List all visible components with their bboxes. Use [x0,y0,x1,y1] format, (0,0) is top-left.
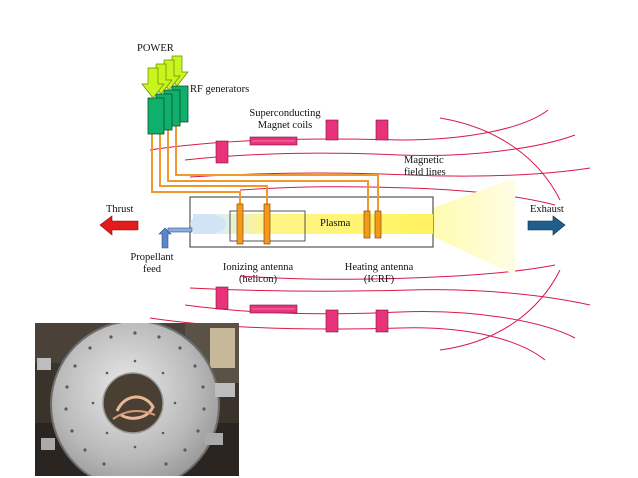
engine-flange-photo-drawing [35,323,239,476]
magnet-coil-lower-3 [325,309,339,333]
exhaust-plume [432,178,515,275]
propellant-feed-label-line1: Propellant [130,252,174,263]
magnetic-field-label: Magnetic field lines [404,155,446,179]
superconducting-label-line1: Superconducting [249,108,321,119]
heating-antenna-label: Heating antenna (ICRF) [334,262,424,286]
ionizing-antenna-ring-1 [236,203,244,245]
rf-generators-label: RF generators [190,84,250,95]
ionizing-antenna-ring-2 [263,203,271,245]
power-arrows [141,55,189,99]
magnet-coil-upper-4 [375,119,389,141]
heating-antenna-ring-1 [363,210,371,239]
magnet-coil-upper-1 [215,140,229,164]
rf-generators [147,85,189,135]
ionizing-antenna-label-line1: Ionizing antenna [222,262,294,273]
rf-feed-lines [151,118,379,212]
power-arrow-1-icon [141,67,165,99]
ionizing-antenna-label-line2: (helicon) [239,274,277,285]
superconducting-label: Superconducting Magnet coils [230,108,340,132]
heating-antenna-ring-2 [374,210,382,239]
engine-flange-photo [35,323,239,476]
thrust-arrow-icon [99,215,139,236]
ionizing-antenna-label: Ionizing antenna (helicon) [212,262,304,286]
exhaust-label: Exhaust [530,204,564,215]
propellant-arrow-icon [158,227,193,249]
heating-antenna-label-line2: (ICRF) [363,274,395,285]
exhaust-arrow-icon [527,215,566,236]
flange-bore [103,373,163,433]
rf-generator-1 [147,97,165,135]
magnetic-field-label-line1: Magnetic [404,155,444,166]
heating-antenna-label-line1: Heating antenna [344,262,414,273]
propellant-feed-label: Propellant feed [122,252,182,276]
copper-antenna-loop [115,395,155,420]
magnetic-field-label-line2: field lines [404,167,446,178]
thrust-label: Thrust [106,204,134,215]
plasma-column [193,214,433,234]
antennas [236,203,382,245]
magnet-coil-lower-4 [375,309,389,333]
magnet-coil-lower-1 [215,286,229,310]
plasma-label: Plasma [320,218,351,229]
magnet-coil-upper-3 [325,119,339,141]
plasma-inlet-glow [190,214,226,234]
propellant-feed-label-line2: feed [142,264,162,275]
superconducting-label-line2: Magnet coils [257,120,313,131]
power-label: POWER [137,43,174,54]
